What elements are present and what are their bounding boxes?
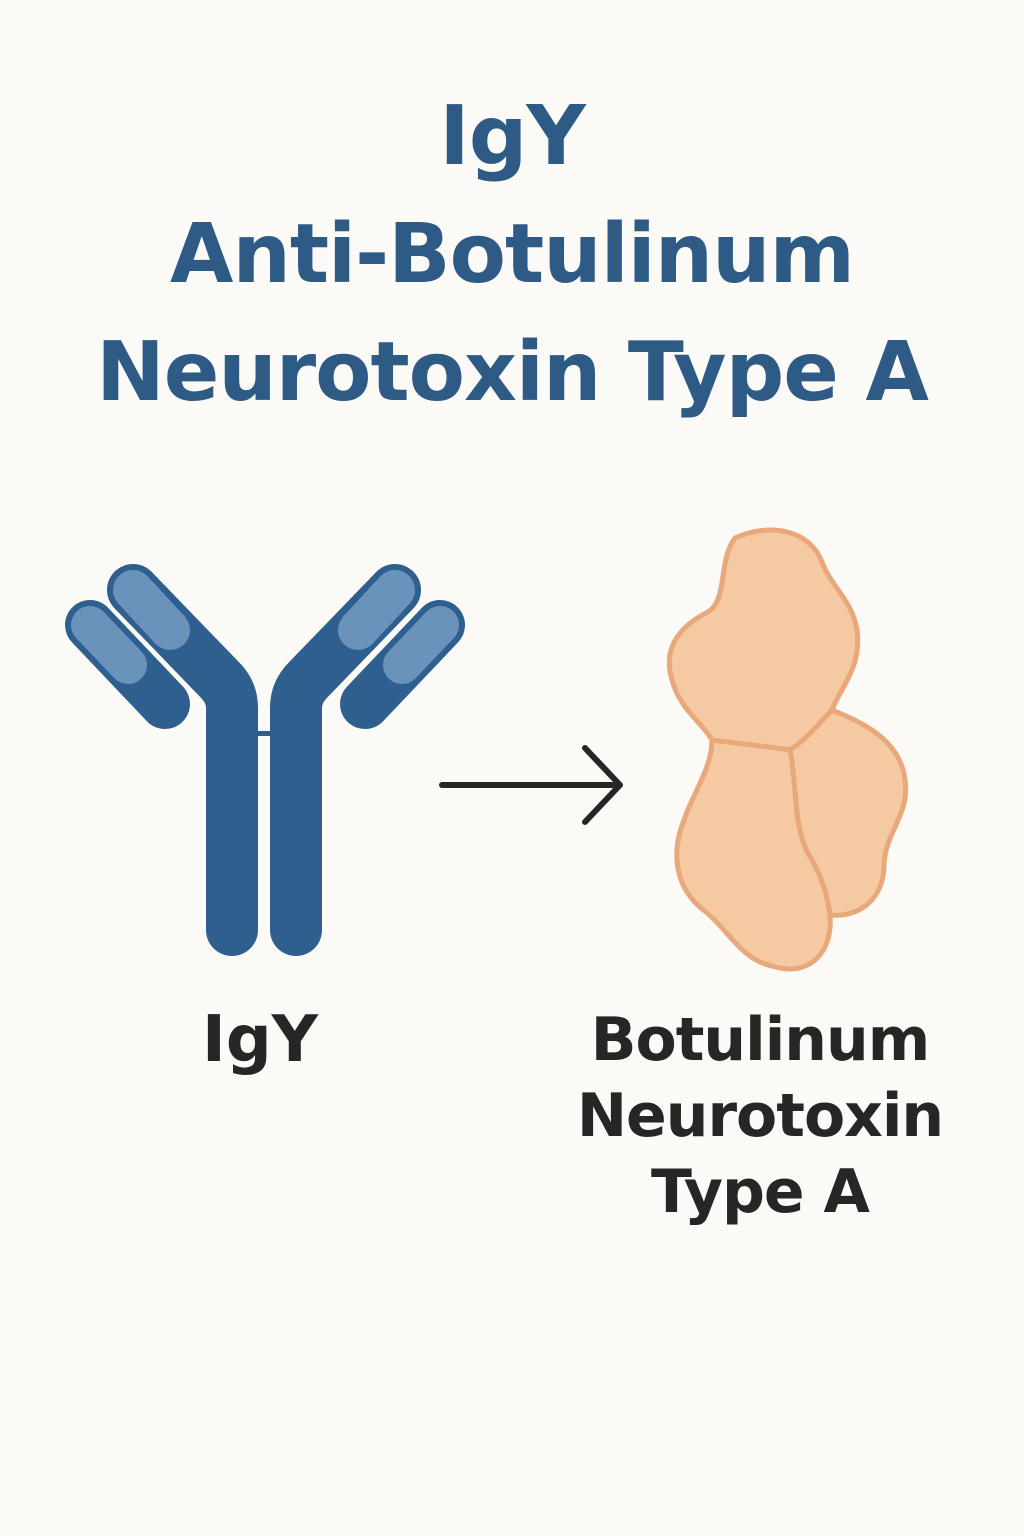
- antibody-hinge: [250, 731, 280, 736]
- igy-antibody-icon: [65, 564, 465, 956]
- toxin-label-line-3: Type A: [651, 1157, 870, 1227]
- title-line-1: IgY: [439, 89, 586, 184]
- antibody-variable-region-right-outer: [383, 606, 459, 684]
- toxin-label: Botulinum Neurotoxin Type A: [540, 1002, 980, 1230]
- toxin-domain-boundary-2: [787, 747, 833, 918]
- botulinum-toxin-protein-icon: [666, 527, 909, 972]
- antibody-heavy-chain-left: [107, 564, 258, 956]
- antibody-variable-region-left-outer: [71, 606, 147, 684]
- antibody-label: IgY: [202, 1003, 318, 1077]
- title-line-2: Anti-Botulinum: [169, 207, 855, 302]
- arrow-right-icon: [439, 745, 623, 825]
- title-line-3: Neurotoxin Type A: [96, 325, 929, 420]
- toxin-label-line-2: Neurotoxin: [576, 1081, 944, 1151]
- antibody-variable-region-left-inner: [113, 570, 190, 650]
- page-title: IgY Anti-Botulinum Neurotoxin Type A: [0, 78, 1024, 432]
- antibody-heavy-chain-right: [270, 564, 421, 956]
- toxin-label-line-1: Botulinum: [590, 1005, 930, 1075]
- antibody-variable-region-right-inner: [338, 570, 415, 650]
